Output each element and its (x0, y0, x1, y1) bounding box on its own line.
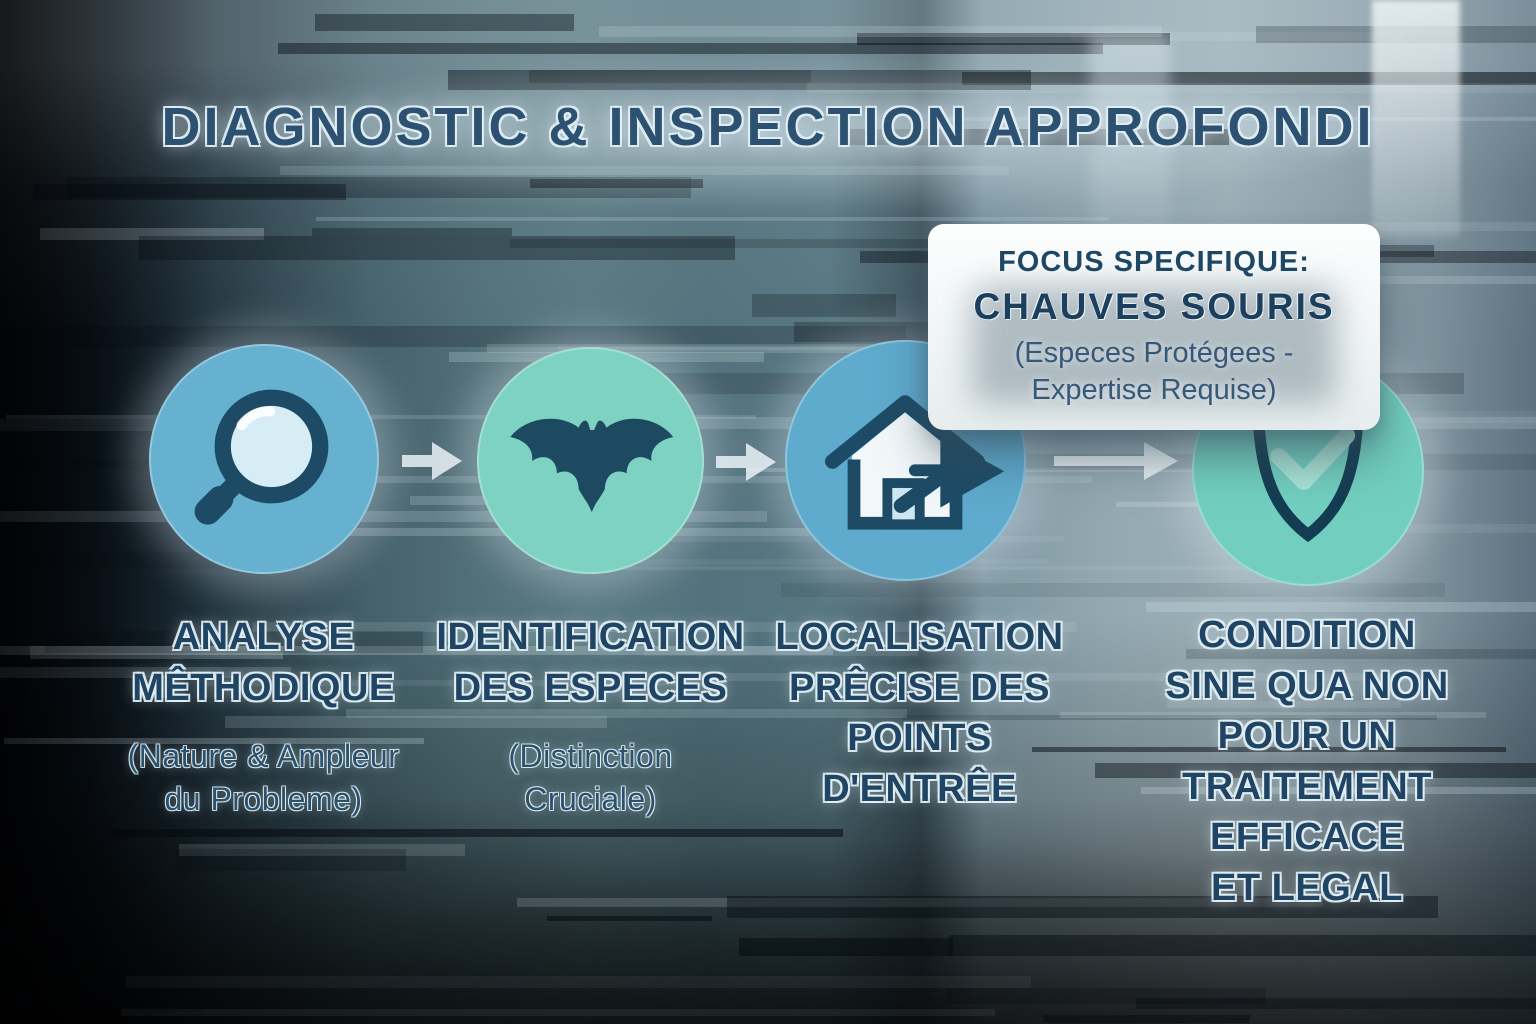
step1-subheading: (Nature & Ampleur du Probleme) (127, 738, 400, 818)
callout-box: FOCUS SPECIFIQUE: CHAUVES SOURIS (Espece… (928, 224, 1380, 430)
step2-subheading: (Distinction Cruciale) (508, 738, 673, 818)
arrow-right-icon (716, 443, 776, 481)
callout-subtitle: (Especes Protégees - Expertise Requise) (1014, 337, 1294, 407)
house-exit-icon (824, 394, 1004, 530)
step4-label: CONDITION SINE QUA NON POUR UN TRAITEMEN… (1142, 610, 1472, 913)
step1-heading: ANALYSE MÊTHODIQUE (132, 616, 395, 709)
callout-kicker: FOCUS SPECIFIQUE: (998, 246, 1310, 278)
step3-label: LOCALISATION PRÊCISE DES POINTS D'ENTRÊE (752, 612, 1087, 814)
page-title: DIAGNOSTIC & INSPECTION APPROFONDI (161, 97, 1375, 157)
arrow-right-icon (402, 442, 462, 480)
step3-heading: LOCALISATION PRÊCISE DES POINTS D'ENTRÊE (775, 616, 1064, 810)
bat-icon (509, 418, 673, 512)
step1-circle (149, 344, 379, 574)
arrow-right-icon (1054, 442, 1178, 480)
step1-label: ANALYSE MÊTHODIQUE (Nature & Ampleur du … (96, 612, 431, 821)
step4-heading: CONDITION SINE QUA NON POUR UN TRAITEMEN… (1165, 614, 1449, 909)
step2-circle (477, 347, 704, 574)
callout-title: CHAUVES SOURIS (973, 286, 1335, 327)
shield-check-icon (1251, 383, 1365, 543)
magnifier-icon (194, 389, 329, 525)
callout-smudge (972, 286, 1336, 404)
step2-label: IDENTIFICATION DES ESPECES (Distinction … (418, 612, 763, 821)
step2-heading: IDENTIFICATION DES ESPECES (436, 616, 745, 709)
